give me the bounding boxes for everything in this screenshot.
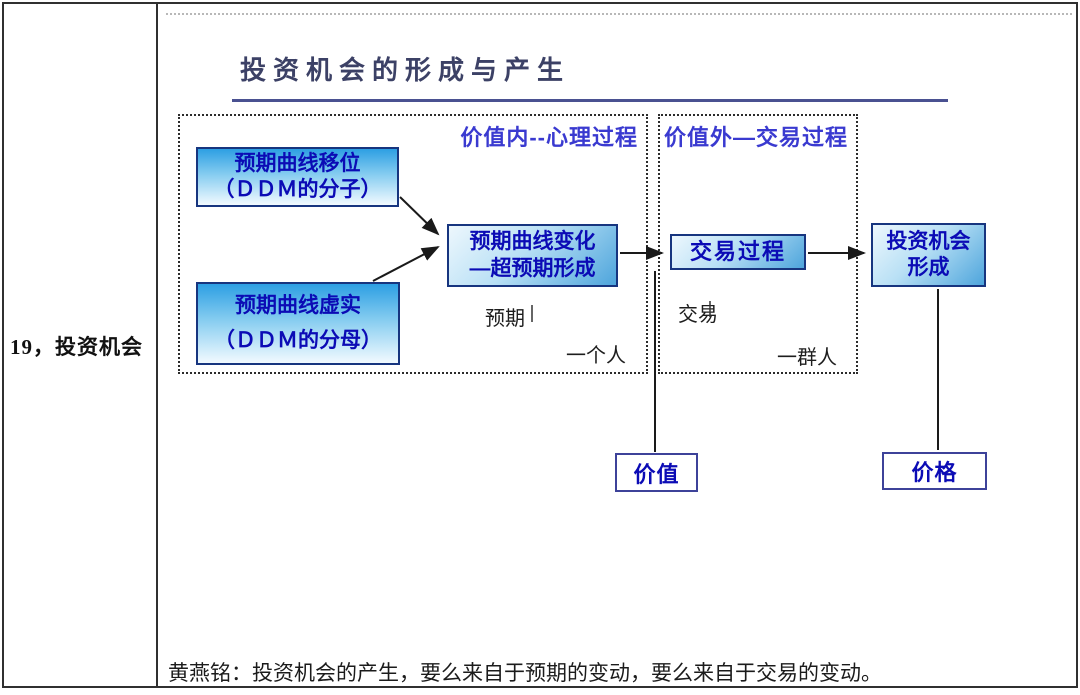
node-value: 价值: [615, 453, 698, 492]
node-expectation-change: 预期曲线变化 —超预期形成: [447, 224, 618, 287]
footer-note: 黄燕铭：投资机会的产生，要么来自于预期的变动，要么来自于交易的变动。: [168, 661, 882, 685]
node-expectation-virtual-line1: 预期曲线虚实: [235, 293, 361, 317]
annotation-one-person: 一个人: [566, 345, 626, 367]
row-label: 19，投资机会: [10, 335, 143, 359]
node-expectation-change-line2: —超预期形成: [469, 256, 596, 280]
node-value-label: 价值: [633, 461, 680, 487]
node-expectation-change-line1: 预期曲线变化: [469, 230, 596, 254]
node-expectation-shift: 预期曲线移位 （ＤＤＭ的分子）: [196, 147, 399, 207]
group-psych-process: 价值内--心理过程: [178, 114, 648, 374]
node-expectation-virtual: 预期曲线虚实 （ＤＤＭ的分母）: [196, 282, 400, 365]
node-trade-process-label: 交易过程: [689, 239, 786, 265]
node-trade-process: 交易过程: [670, 234, 806, 270]
table-column-divider: [156, 2, 158, 688]
annotation-crowd: 一群人: [777, 347, 837, 369]
node-expectation-shift-line1: 预期曲线移位: [234, 151, 361, 175]
node-opportunity-formed-line2: 形成: [907, 256, 950, 279]
node-opportunity-formed: 投资机会 形成: [871, 223, 986, 287]
title-underline: [232, 99, 948, 102]
node-expectation-virtual-line2: （ＤＤＭ的分母）: [214, 329, 382, 353]
node-price-label: 价格: [911, 460, 958, 485]
group-psych-title: 价值内--心理过程: [460, 125, 638, 150]
top-dashed-line: [166, 13, 1072, 15]
group-trade-title: 价值外—交易过程: [664, 125, 849, 150]
node-price: 价格: [882, 452, 987, 490]
group-trade-process: 价值外—交易过程: [658, 114, 858, 374]
slide-title: 投资机会的形成与产生: [240, 56, 571, 85]
annotation-expectation: 预期: [485, 308, 525, 330]
node-expectation-shift-line2: （ＤＤＭ的分子）: [213, 178, 382, 201]
annotation-trade: 交易: [678, 304, 718, 326]
node-opportunity-formed-line1: 投资机会: [886, 229, 971, 253]
